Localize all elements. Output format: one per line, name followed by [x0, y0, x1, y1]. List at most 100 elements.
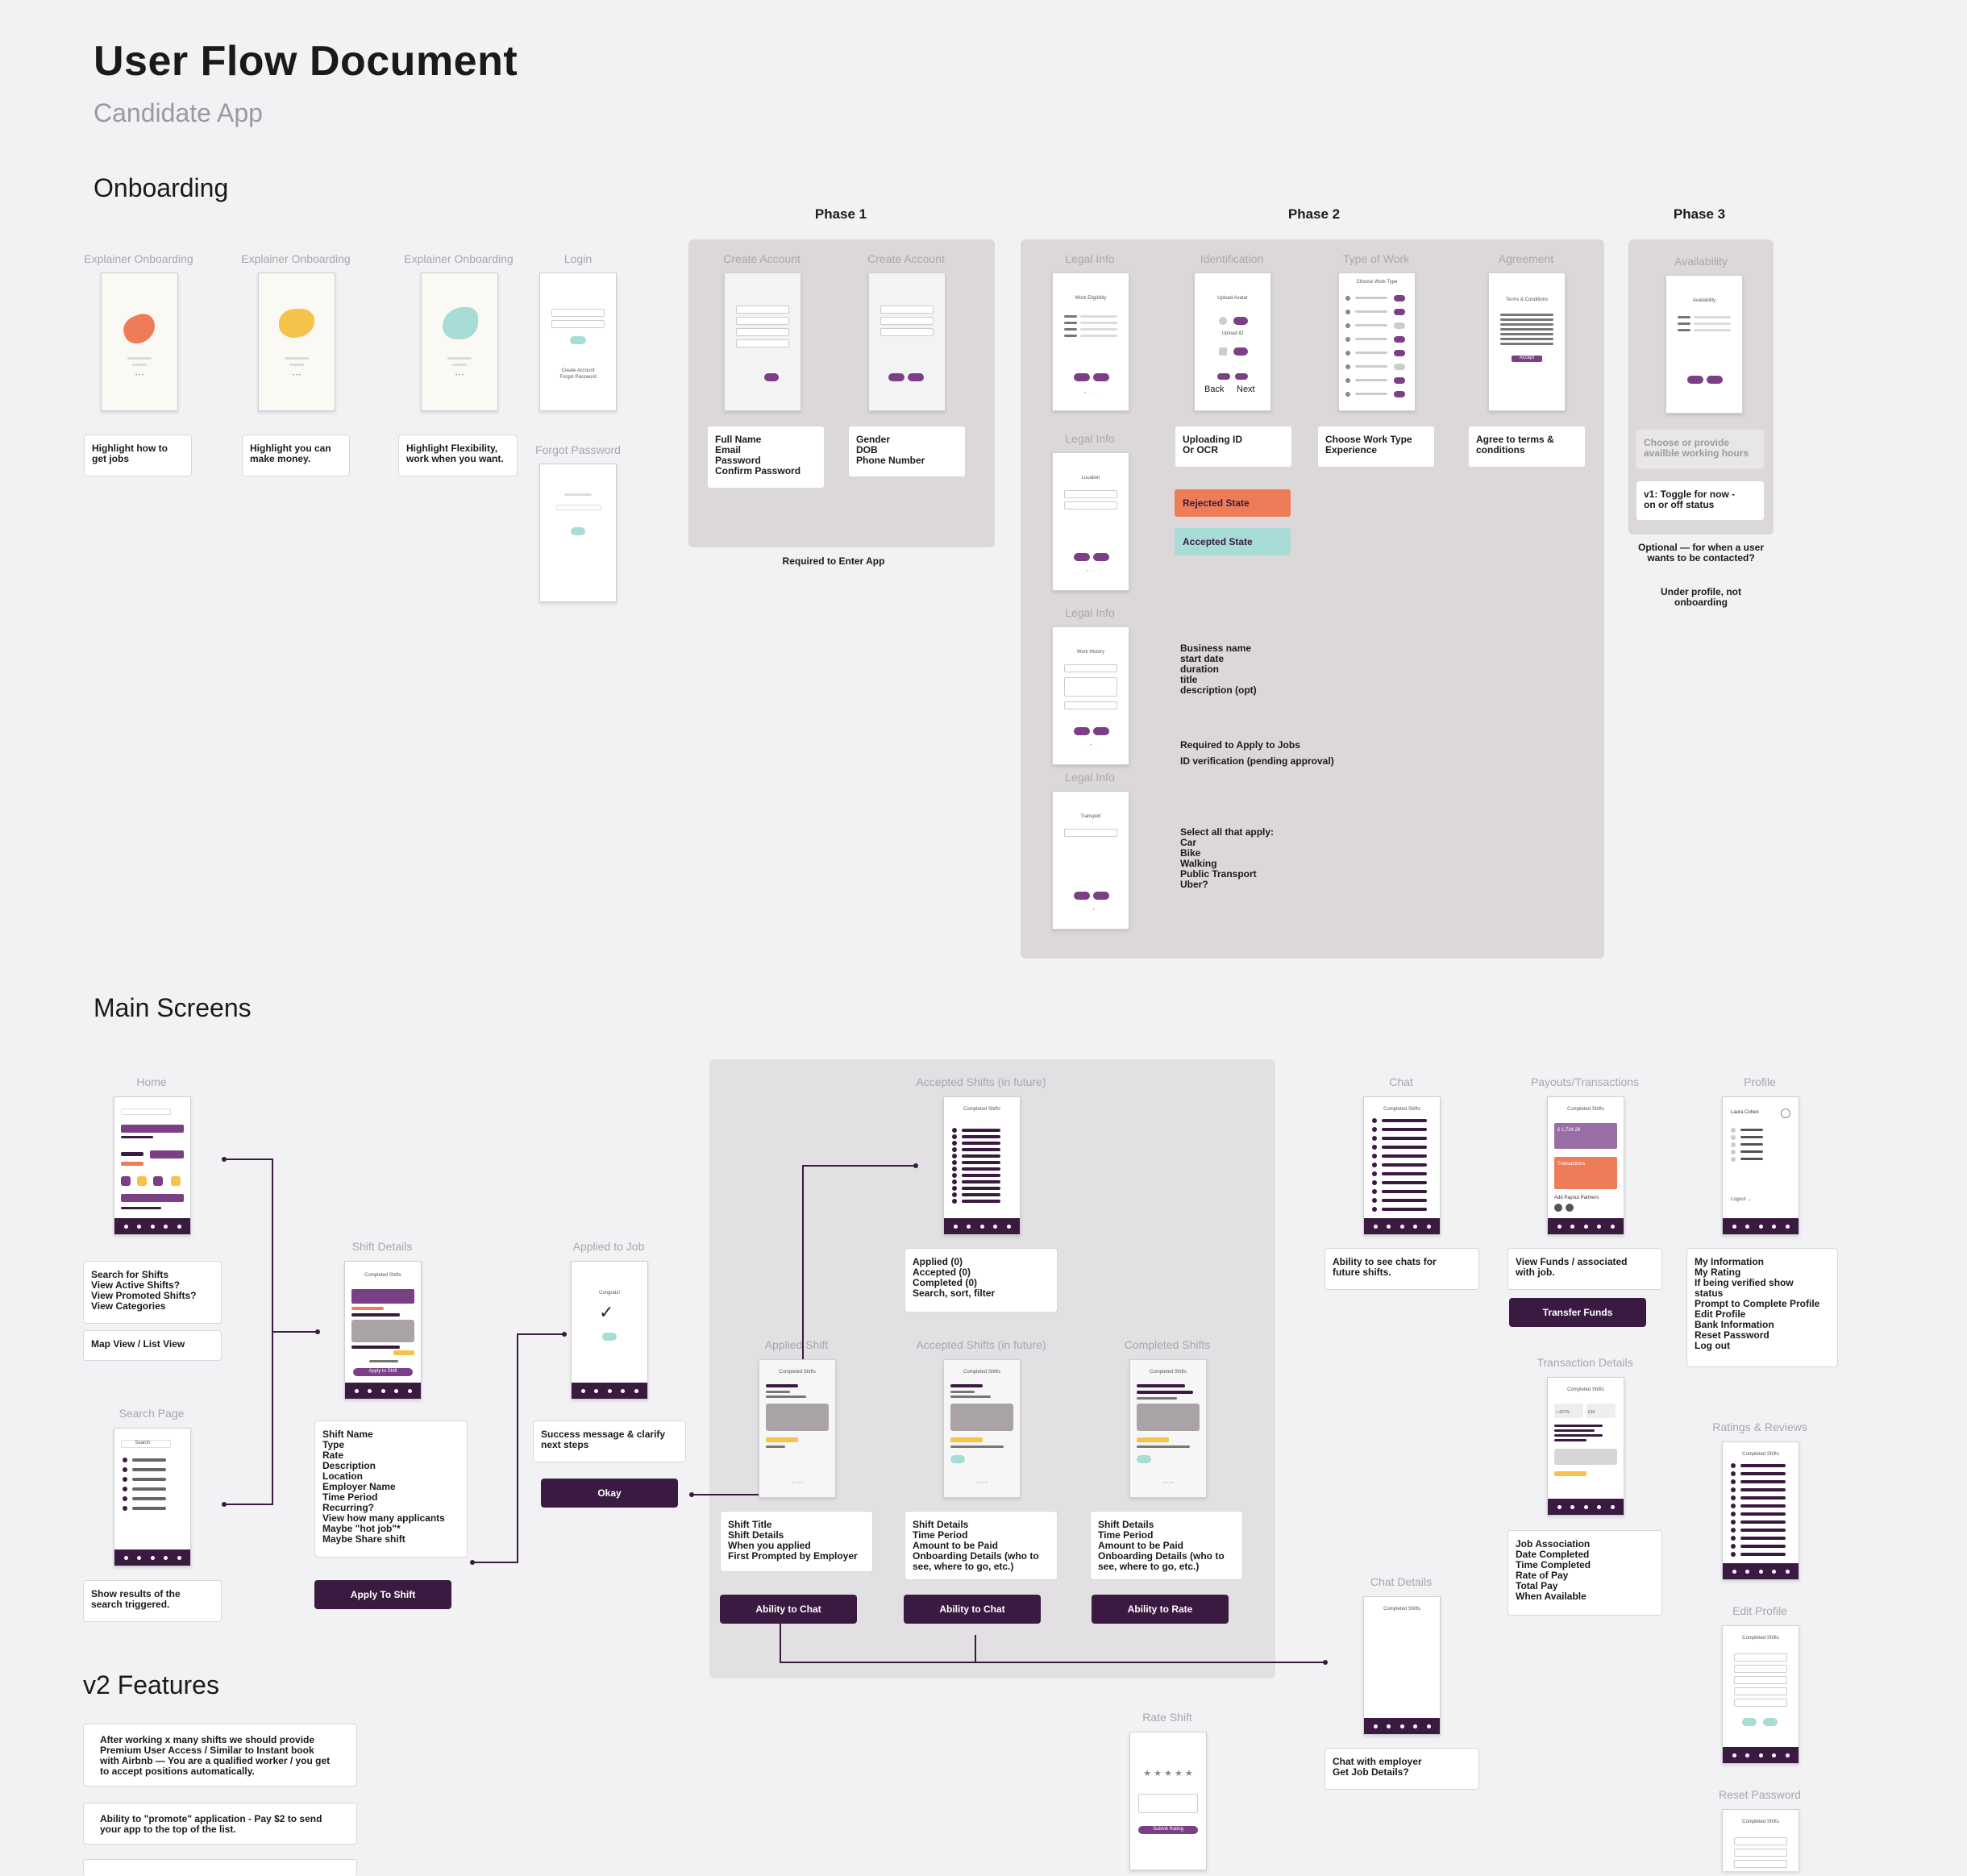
transfer-funds-button[interactable]: Transfer Funds	[1509, 1298, 1646, 1327]
back-text: Back	[1204, 385, 1225, 394]
list-row-line	[1355, 324, 1387, 327]
list-row-line	[1382, 1137, 1427, 1140]
accepted-future-label: Accepted Shifts (in future)	[916, 1338, 1046, 1351]
list-row-line	[962, 1200, 1000, 1203]
home-screen	[114, 1096, 191, 1235]
rate-shift-label: Rate Shift	[1142, 1711, 1192, 1724]
legal-info-3-screen: Work History · · • · ·	[1052, 626, 1129, 765]
rejected-state-tag: Rejected State	[1175, 489, 1291, 517]
work-history-note: Business name start date duration title …	[1180, 643, 1257, 696]
applied-ability-to-chat-button[interactable]: Ability to Chat	[720, 1595, 857, 1624]
list-bullet	[1345, 392, 1350, 397]
list-row-line	[132, 1468, 166, 1471]
apply-to-shift-button[interactable]: Apply To Shift	[314, 1580, 451, 1609]
illustration-icon	[443, 307, 478, 339]
search-page-note: Show results of the search triggered.	[83, 1580, 222, 1622]
list-row-line	[1740, 1529, 1786, 1532]
rate-shift-screen: ★ ★ ★ ★ ★ Submit Rating	[1129, 1732, 1207, 1870]
create-account-2-note: Gender DOB Phone Number	[848, 426, 966, 477]
list-bullet	[1372, 1198, 1377, 1203]
search-page-label: Search Page	[119, 1407, 185, 1420]
applied-to-job-label: Applied to Job	[572, 1240, 645, 1253]
list-row-line	[1740, 1143, 1763, 1146]
reset-password-screen: Completed Shifts	[1722, 1809, 1799, 1871]
home-map-note: Map View / List View	[83, 1330, 222, 1361]
toggle-icon	[1394, 322, 1405, 329]
okay-button[interactable]: Okay	[541, 1479, 678, 1508]
section-onboarding: Onboarding	[94, 173, 229, 202]
ability-to-rate-button[interactable]: Ability to Rate	[1092, 1595, 1229, 1624]
completed-shifts-note: Shift Details Time Period Amount to be P…	[1090, 1511, 1243, 1580]
list-row-line	[962, 1193, 1000, 1196]
legal-info-1-label: Legal Info	[1065, 252, 1115, 265]
applied-to-job-screen: Congrats! ✓	[571, 1261, 648, 1400]
list-bullet	[123, 1467, 127, 1472]
list-bullet	[1731, 1487, 1736, 1492]
applied-shift-label: Applied Shift	[764, 1338, 829, 1351]
list-row-line	[1355, 297, 1387, 299]
list-row-line	[1740, 1480, 1786, 1483]
list-bullet	[1731, 1479, 1736, 1484]
list-row-line	[1355, 310, 1387, 313]
legal-info-4-screen: Transport · · · • ·	[1052, 791, 1129, 930]
ratings-reviews-label: Ratings & Reviews	[1712, 1421, 1807, 1433]
list-bullet	[1731, 1142, 1736, 1147]
next-text: Next	[1237, 385, 1255, 394]
phase-3-title: Phase 3	[1673, 206, 1726, 222]
phase-1-title: Phase 1	[814, 206, 867, 222]
applied-shift-note: Shift Title Shift Details When you appli…	[720, 1511, 873, 1572]
list-bullet	[1731, 1536, 1736, 1541]
chat-label: Chat	[1389, 1075, 1413, 1088]
list-row-line	[1740, 1553, 1786, 1556]
list-bullet	[1731, 1520, 1736, 1525]
shift-details-note: Shift Name Type Rate Description Locatio…	[314, 1421, 468, 1558]
explainer-2-note: Highlight you can make money.	[242, 435, 350, 476]
login-label: Login	[563, 252, 593, 265]
list-row-line	[132, 1497, 166, 1500]
list-bullet	[1345, 296, 1350, 301]
list-row-line	[1355, 379, 1387, 381]
transaction-details-screen: Completed Shifts + £57% £20	[1547, 1377, 1624, 1516]
profile-note: My Information My Rating If being verifi…	[1686, 1248, 1838, 1367]
list-row-line	[1740, 1158, 1763, 1160]
list-bullet	[952, 1134, 957, 1139]
stars-icon: ★ ★ ★ ★ ★	[1143, 1769, 1193, 1778]
list-row-line	[1382, 1172, 1427, 1175]
transaction-details-label: Transaction Details	[1537, 1356, 1633, 1369]
home-note: Search for Shifts View Active Shifts? Vi…	[83, 1261, 222, 1324]
list-bullet	[952, 1173, 957, 1178]
list-bullet	[1372, 1171, 1377, 1176]
list-bullet	[1345, 351, 1350, 356]
list-bullet	[1372, 1127, 1377, 1132]
section-v2-features: v2 Features	[83, 1670, 219, 1699]
list-bullet	[1372, 1145, 1377, 1150]
list-row-line	[132, 1507, 166, 1510]
section-main-screens: Main Screens	[94, 993, 252, 1022]
chat-details-screen: Completed Shifts	[1363, 1596, 1441, 1735]
applied-to-job-note: Success message & clarify next steps	[533, 1421, 686, 1462]
applied-shift-screen: Completed Shifts • • • •	[759, 1359, 836, 1498]
toggle-icon	[1394, 309, 1405, 315]
list-bullet	[123, 1506, 127, 1511]
list-bullet	[1731, 1552, 1736, 1557]
list-bullet	[1731, 1512, 1736, 1516]
list-bullet	[952, 1147, 957, 1152]
list-bullet	[1372, 1163, 1377, 1167]
check-icon: ✓	[599, 1302, 614, 1322]
accepted-ability-to-chat-button[interactable]: Ability to Chat	[904, 1595, 1041, 1624]
list-row-line	[962, 1154, 1000, 1158]
list-row-line	[1740, 1488, 1786, 1491]
list-row-line	[1740, 1537, 1786, 1540]
agreement-label: Agreement	[1498, 252, 1554, 265]
explainer-3-label: Explainer Onboarding	[404, 252, 514, 265]
payouts-note: View Funds / associated with job.	[1507, 1248, 1662, 1290]
explainer-1-label: Explainer Onboarding	[84, 252, 193, 265]
list-row-line	[132, 1478, 166, 1481]
availability-label: Availability	[1674, 255, 1728, 268]
list-bullet	[1372, 1189, 1377, 1194]
transaction-details-note: Job Association Date Completed Time Comp…	[1507, 1530, 1662, 1616]
list-bullet	[952, 1192, 957, 1197]
accepted-future-top-screen: Completed Shifts	[943, 1096, 1021, 1235]
list-bullet	[1731, 1157, 1736, 1162]
list-bullet	[123, 1487, 127, 1491]
